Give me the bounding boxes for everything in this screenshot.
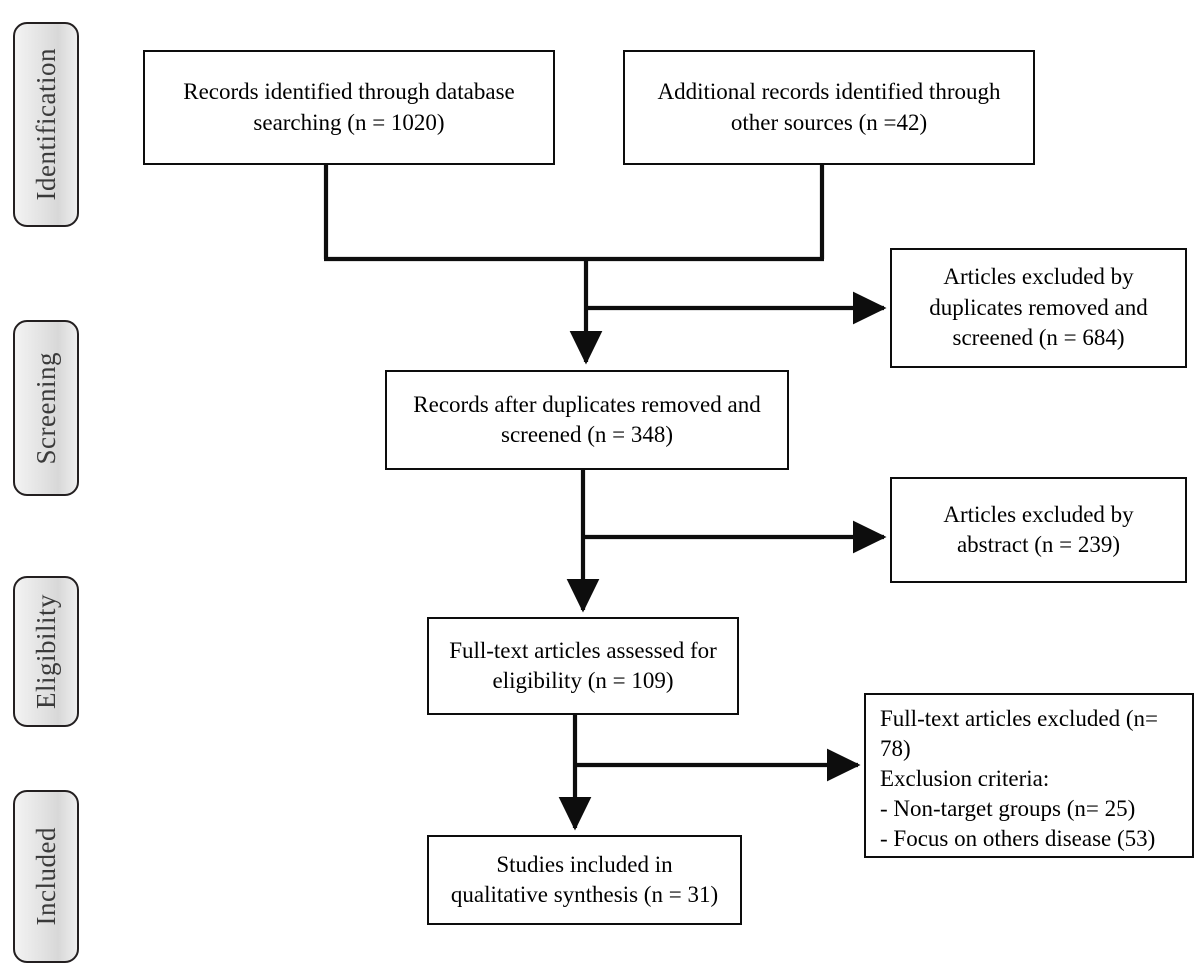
stage-tab-eligibility-label: Eligibility <box>30 593 61 709</box>
box-articles-excluded-abstract-text: Articles excluded by abstract (n = 239) <box>943 501 1134 557</box>
stage-tab-screening: Screening <box>13 320 79 496</box>
box-records-after-duplicates-text: Records after duplicates removed and scr… <box>413 391 761 447</box>
box-articles-excluded-duplicates-text: Articles excluded by duplicates removed … <box>929 264 1148 351</box>
box-studies-included-text: Studies included in qualitative synthesi… <box>450 851 719 907</box>
box-fulltext-articles-assessed-text: Full-text articles assessed for eligibil… <box>449 637 717 693</box>
stage-tab-identification-label: Identification <box>30 48 61 201</box>
stage-tab-eligibility: Eligibility <box>13 576 79 727</box>
stage-tab-included: Included <box>13 790 79 963</box>
box-additional-records-other-sources-text: Additional records identified through ot… <box>657 79 1001 135</box>
stage-tab-identification: Identification <box>13 22 79 227</box>
stage-tab-screening-label: Screening <box>30 351 61 465</box>
box-records-after-duplicates: Records after duplicates removed and scr… <box>385 370 789 470</box>
box-articles-excluded-abstract: Articles excluded by abstract (n = 239) <box>890 477 1187 583</box>
box-additional-records-other-sources: Additional records identified through ot… <box>623 50 1035 165</box>
box-records-identified-database-text: Records identified through database sear… <box>183 79 515 135</box>
box-fulltext-articles-assessed: Full-text articles assessed for eligibil… <box>427 617 739 715</box>
box-fulltext-articles-excluded-text: Full-text articles excluded (n= 78) Excl… <box>880 706 1159 851</box>
box-records-identified-database: Records identified through database sear… <box>143 50 555 165</box>
box-studies-included: Studies included in qualitative synthesi… <box>427 835 742 925</box>
stage-tab-included-label: Included <box>30 827 61 926</box>
box-articles-excluded-duplicates: Articles excluded by duplicates removed … <box>890 248 1187 368</box>
box-fulltext-articles-excluded: Full-text articles excluded (n= 78) Excl… <box>864 693 1194 858</box>
